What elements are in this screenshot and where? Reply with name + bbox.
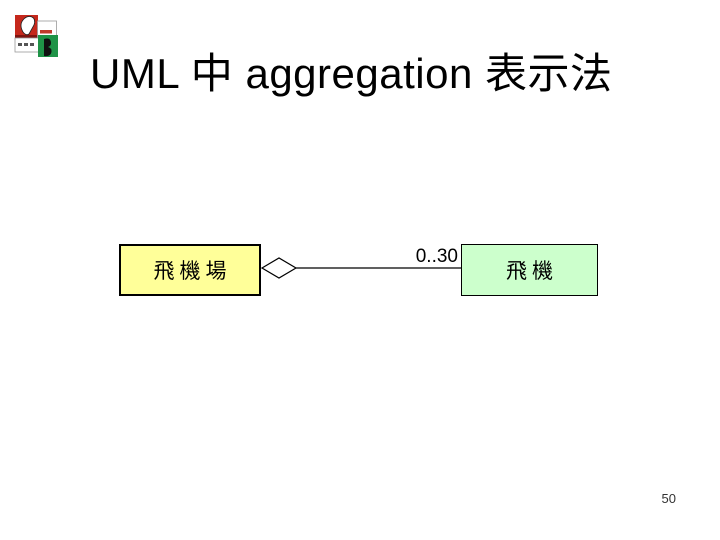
page-number: 50 xyxy=(661,491,676,506)
class-name-airport: 飛機場 xyxy=(153,259,232,283)
aggregation-connector xyxy=(260,257,464,279)
class-box-airport: 飛機場 xyxy=(119,244,261,296)
class-name-airplane: 飛機 xyxy=(506,259,558,283)
class-box-airplane: 飛機 xyxy=(461,244,598,296)
aggregation-diamond-icon xyxy=(260,257,298,279)
slide-title: UML 中 aggregation 表示法 xyxy=(90,50,613,97)
uml-tool-logo-art xyxy=(14,15,58,57)
multiplicity-label: 0..30 xyxy=(415,246,458,267)
uml-tool-logo-icon xyxy=(14,13,60,59)
